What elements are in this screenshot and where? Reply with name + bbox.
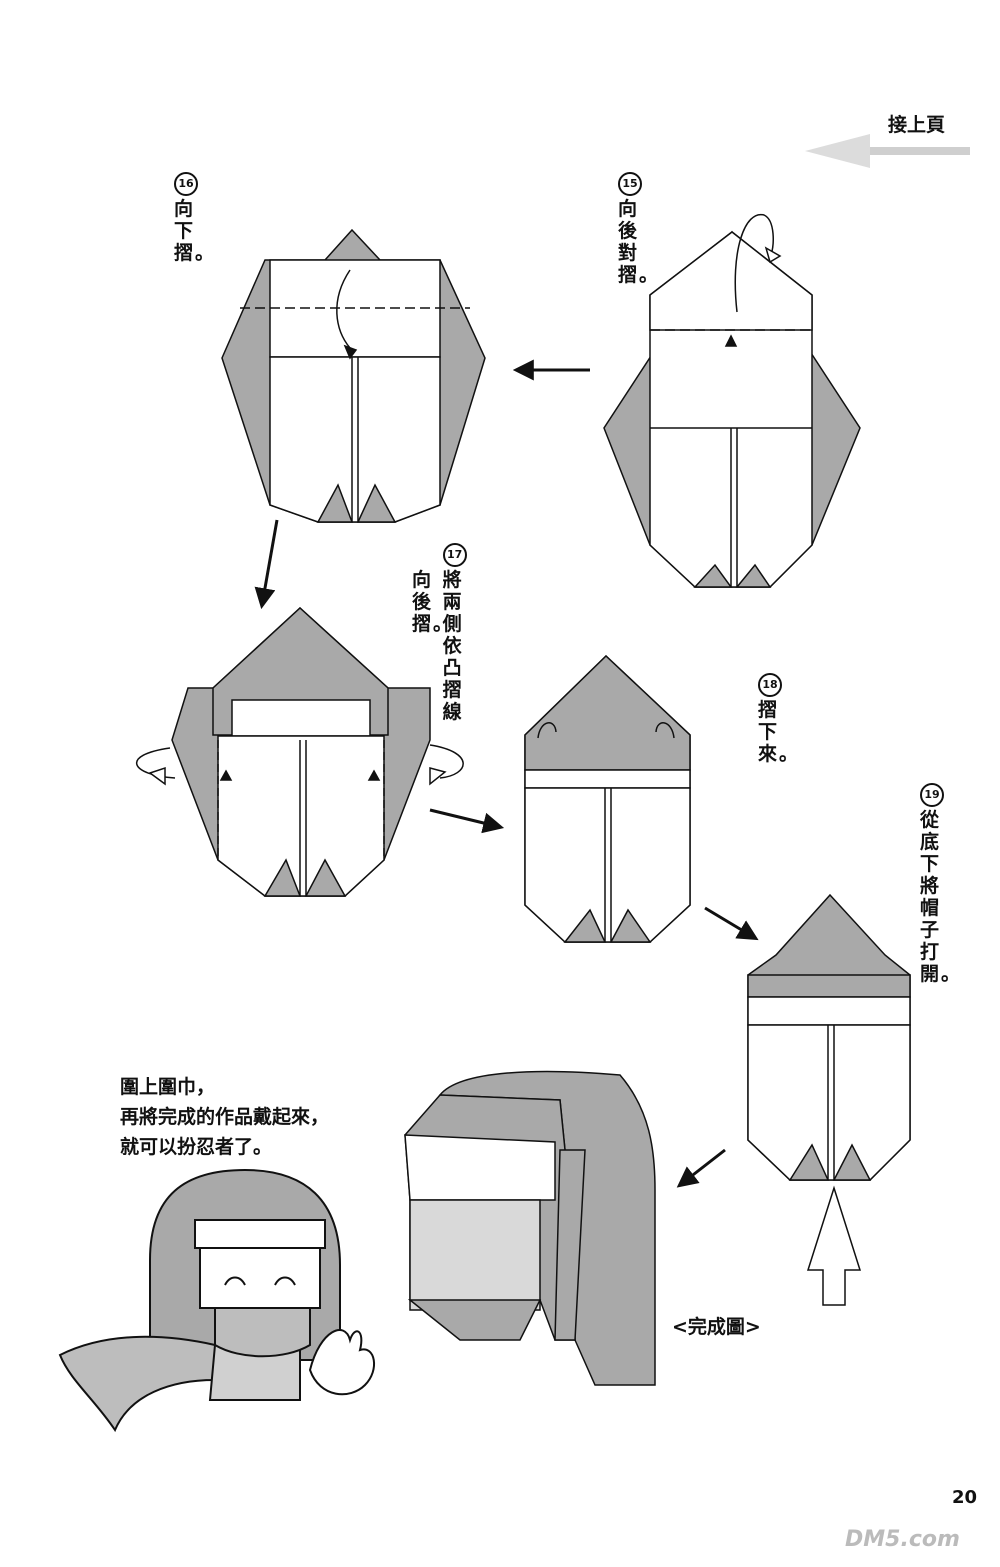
step19-number: 19 [920,783,944,807]
step15-text: 向後對摺。 [618,198,661,286]
step19-instruction: 19 從底下將帽子打開。 [920,783,963,985]
step-arrow [676,1148,726,1188]
step19-model [747,893,911,1181]
step15-number: 15 [618,172,642,196]
open-up-arrow-icon [806,1185,862,1306]
step17-col1: 17 將兩側依凸摺線 [442,543,471,723]
page-number: 20 [952,1487,978,1508]
step-arrow [429,808,505,834]
step18-text: 摺下來。 [758,699,801,765]
step17-instruction: 向後摺。 17 將兩側依凸摺線 [412,543,472,723]
finished-label: <完成圖> [672,1316,761,1338]
step16-model [221,228,486,523]
step17-text-line1: 將兩側依凸摺線 [442,569,464,723]
continue-arrow-icon [805,134,970,168]
ninja-note: 圍上圍巾， 再將完成的作品戴起來， 就可以扮忍者了。 [120,1072,329,1162]
note-line: 再將完成的作品戴起來， [120,1106,330,1128]
step17-model [135,606,464,897]
step18-number: 18 [758,673,782,697]
watermark-logo: DM5.com [845,1527,960,1552]
finished-hat [404,1070,656,1386]
step18-instruction: 18 摺下來。 [758,673,801,765]
step15-model [603,213,861,588]
note-line: 圍上圍巾， [120,1076,216,1098]
step16-instruction: 16 向下摺。 [174,172,217,264]
step15-instruction: 15 向後對摺。 [618,172,661,286]
step16-text: 向下摺。 [174,198,217,264]
step17-number: 17 [442,543,467,567]
step16-number: 16 [174,172,198,196]
note-line: 就可以扮忍者了。 [120,1136,273,1158]
step19-text: 從底下將帽子打開。 [920,809,963,985]
ninja-character-illustration [58,1168,375,1433]
step17-text-line2: 向後摺。 [412,569,455,635]
step-arrow [254,519,279,610]
step-arrow [704,906,759,941]
continue-label: 接上頁 [888,114,946,136]
step18-model [524,654,691,943]
